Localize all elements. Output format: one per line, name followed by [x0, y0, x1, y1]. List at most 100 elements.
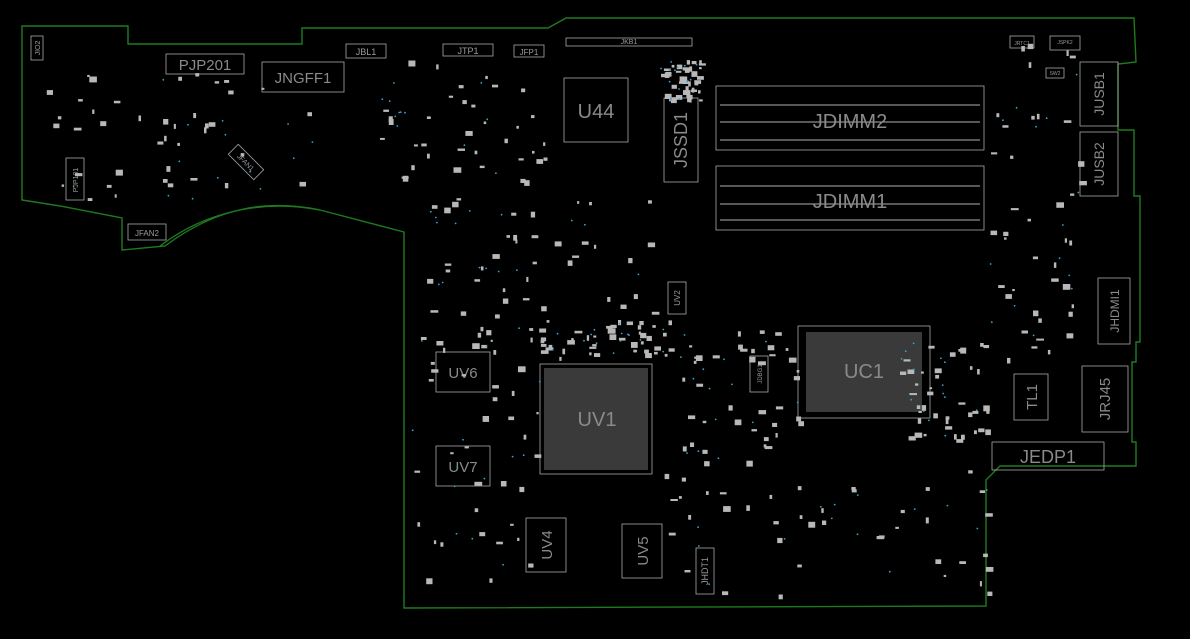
jfan2-connector[interactable]: JFAN2: [127, 223, 167, 241]
passive-component: [1066, 50, 1069, 56]
passive-component: [903, 359, 911, 362]
via: [399, 111, 402, 113]
jedp1-label: JEDP1: [1020, 447, 1076, 467]
passive-component: [921, 405, 927, 411]
via: [913, 508, 916, 510]
via: [1013, 304, 1016, 307]
passive-component: [698, 90, 701, 94]
jngff1-connector[interactable]: JNGFF1: [261, 61, 345, 93]
jdimm2-slot[interactable]: JDIMM2: [715, 85, 985, 151]
passive-component: [495, 314, 500, 319]
passive-component: [479, 165, 485, 169]
passive-component: [57, 116, 62, 120]
passive-component: [664, 353, 668, 357]
passive-component: [1028, 62, 1032, 68]
passive-component: [664, 93, 672, 99]
uv4-vram[interactable]: UV4: [525, 517, 567, 573]
uv5-vram[interactable]: UV5: [621, 523, 663, 579]
passive-component: [224, 80, 230, 83]
passive-component: [908, 436, 916, 441]
jusb1-port[interactable]: JUSB1: [1079, 61, 1119, 127]
jkb1-connector[interactable]: JKB1: [565, 37, 693, 47]
passive-component: [618, 337, 626, 341]
passive-component: [421, 143, 427, 147]
via: [856, 533, 859, 536]
jio2-connector[interactable]: JIO2: [30, 35, 44, 61]
passive-component: [851, 487, 856, 490]
passive-component: [793, 376, 800, 381]
jbl1-connector[interactable]: JBL1: [345, 43, 387, 59]
tl1-label: TL1: [1024, 384, 1041, 410]
passive-component: [477, 332, 482, 338]
jdimm1-slot[interactable]: JDIMM1: [715, 165, 985, 231]
passive-component: [548, 344, 553, 351]
pjp101-connector[interactable]: PJP101: [65, 157, 85, 201]
via: [683, 64, 686, 67]
jhdmi1-port[interactable]: JHDMI1: [1097, 277, 1131, 345]
passive-component: [949, 352, 956, 357]
passive-component: [799, 515, 803, 519]
passive-component: [1038, 318, 1042, 323]
via: [511, 455, 514, 458]
via: [680, 356, 682, 358]
passive-component: [670, 499, 678, 501]
passive-component: [689, 345, 693, 348]
passive-component: [677, 96, 681, 100]
via: [453, 485, 456, 488]
passive-component: [380, 137, 385, 140]
passive-component: [688, 515, 692, 520]
jusb2-port[interactable]: JUSB2: [1079, 131, 1119, 197]
via: [187, 123, 189, 126]
jtp1-connector[interactable]: JTP1: [442, 43, 494, 57]
jfp1-connector[interactable]: JFP1: [513, 44, 545, 58]
passive-component: [492, 254, 500, 259]
jssd1-connector[interactable]: JSSD1: [663, 97, 699, 183]
passive-component: [177, 142, 180, 146]
jedp1-connector[interactable]: JEDP1: [991, 441, 1105, 471]
passive-component: [972, 410, 979, 414]
via: [928, 419, 930, 422]
pjp201-connector[interactable]: PJP201: [165, 53, 245, 75]
jfan1-connector[interactable]: JFAN1: [227, 143, 265, 181]
via: [224, 133, 227, 136]
tl1-transformer[interactable]: TL1: [1013, 373, 1049, 421]
sw2-switch[interactable]: SW2: [1045, 67, 1065, 79]
uv6-label: UV6: [448, 365, 477, 382]
jusb1-label: JUSB1: [1091, 72, 1107, 116]
via: [678, 98, 680, 101]
jspk2-connector[interactable]: JSPK2: [1049, 35, 1081, 51]
passive-component: [751, 348, 755, 354]
jrj45-port[interactable]: JRJ45: [1081, 365, 1129, 433]
via: [1062, 224, 1064, 226]
via: [480, 82, 483, 84]
uv1-ball-grid: [544, 368, 648, 470]
via: [714, 418, 717, 421]
uv7-vram[interactable]: UV7: [435, 445, 491, 487]
via: [497, 270, 500, 273]
uv1-gpu[interactable]: UV1: [539, 363, 653, 475]
jdbg1-label: JDBG1: [758, 364, 764, 384]
passive-component: [515, 239, 518, 244]
jdbg1-connector[interactable]: JDBG1: [749, 355, 769, 393]
passive-component: [969, 366, 973, 370]
passive-component: [990, 230, 998, 236]
passive-component: [923, 433, 927, 437]
uv6-vram[interactable]: UV6: [435, 351, 491, 393]
passive-component: [712, 355, 720, 359]
u44-chip[interactable]: U44: [563, 77, 629, 143]
passive-component: [453, 167, 462, 173]
passive-component: [663, 68, 671, 71]
via: [796, 401, 799, 404]
passive-component: [796, 370, 800, 373]
passive-component: [106, 184, 112, 188]
via: [830, 517, 833, 520]
passive-component: [737, 331, 741, 337]
jhdt1-connector[interactable]: JHDT1: [695, 547, 715, 595]
passive-component: [958, 402, 966, 405]
via: [483, 477, 486, 480]
uv2-chip[interactable]: UV2: [667, 281, 687, 315]
jssd1-label: JSSD1: [671, 112, 691, 168]
via: [686, 80, 688, 83]
passive-component: [46, 90, 53, 95]
passive-component: [492, 84, 499, 88]
